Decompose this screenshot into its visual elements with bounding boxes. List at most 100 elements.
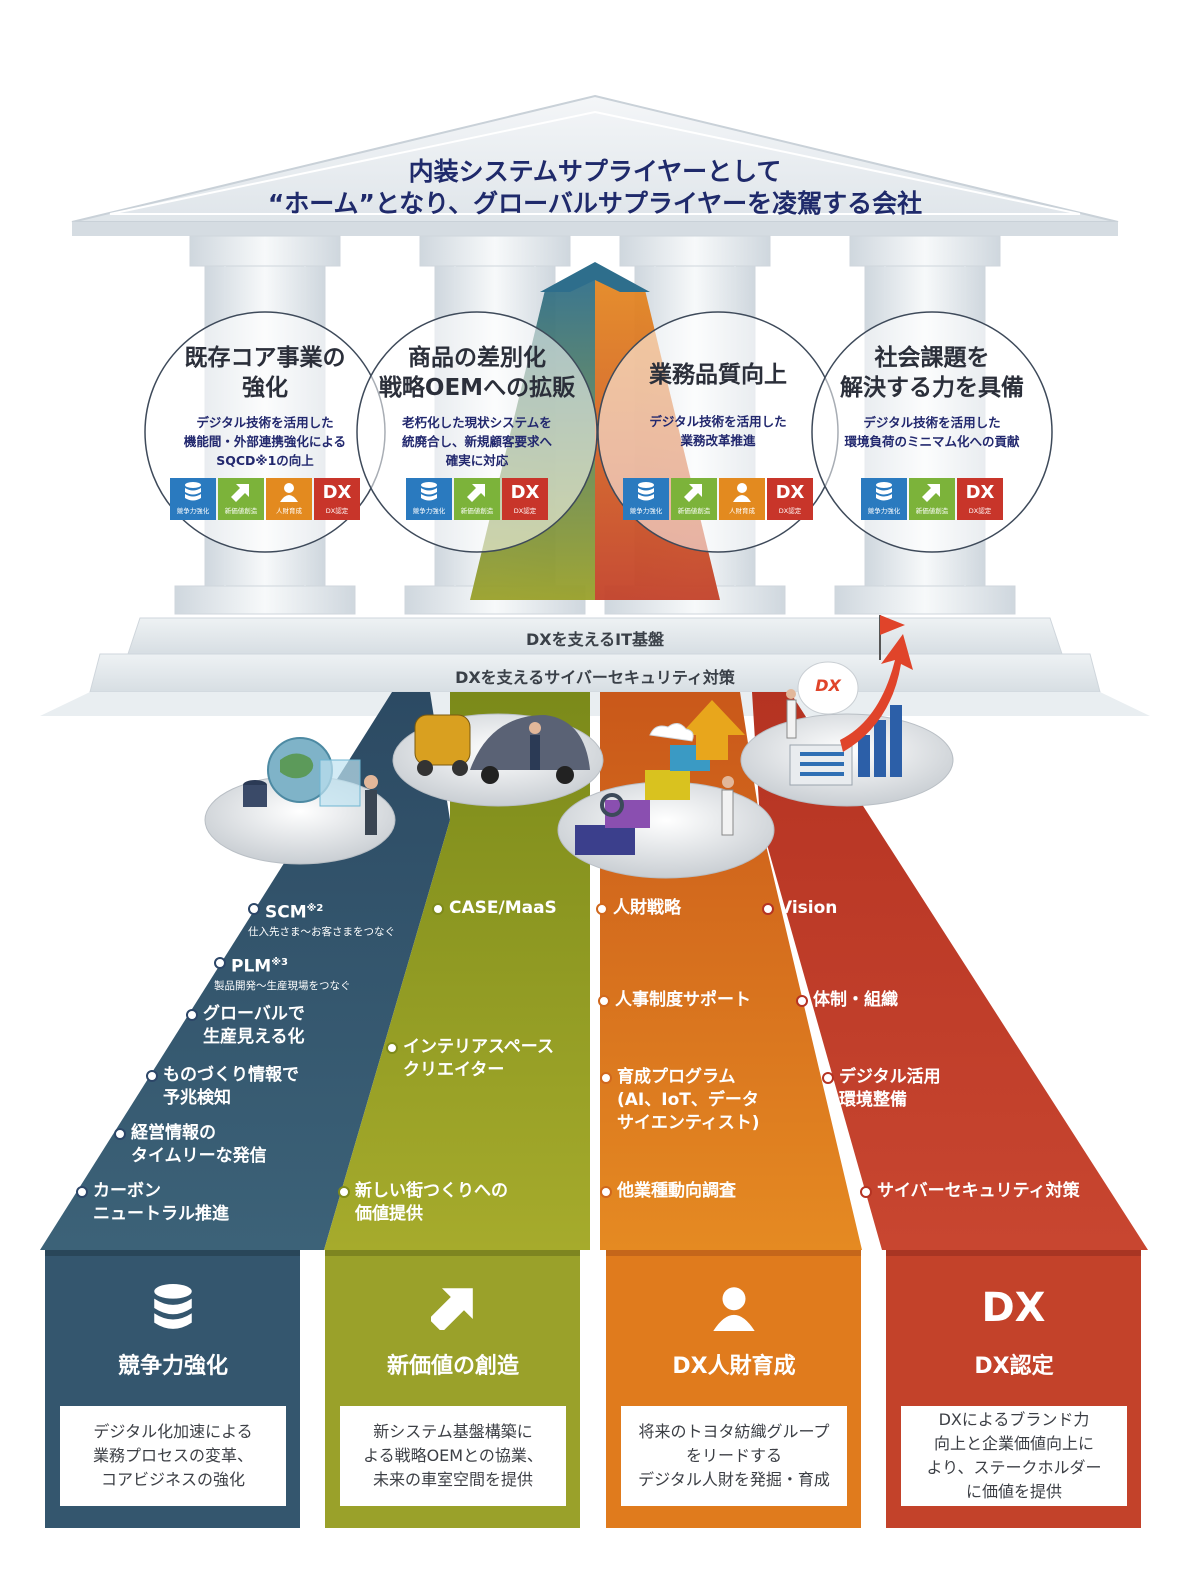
database-icon <box>45 1282 300 1334</box>
item-line-1: サイバーセキュリティ対策 <box>877 1181 1080 1201</box>
badge-label: DX認定 <box>325 507 349 515</box>
pillar-subtitle: デジタル技術を活用した <box>196 415 334 430</box>
item-text: 新しい街つくりへの <box>355 1180 508 1203</box>
dx-icon: DX <box>323 478 352 506</box>
bullet-dot <box>338 1186 350 1198</box>
description-line: デジタル化加速による <box>93 1422 253 1441</box>
badge-dx: DX DX認定 <box>957 478 1003 520</box>
item-line: ニュートラル推進 <box>93 1204 229 1224</box>
badge-person: 人財育成 <box>719 478 765 520</box>
bullet-dot <box>76 1186 88 1198</box>
arrow-up-right-icon <box>231 478 251 506</box>
dx-icon: DX <box>886 1282 1141 1334</box>
bullet-dot <box>600 1072 612 1084</box>
road-item: 経営情報のタイムリーな発信 <box>114 1122 267 1168</box>
road-item: グローバルで生産見える化 <box>186 1003 305 1049</box>
item-subtext: 製品開発〜生産現場をつなぐ <box>214 979 351 992</box>
dx-mark: DX <box>965 481 995 503</box>
road-item: 他業種動向調査 <box>600 1180 736 1203</box>
road-item: デジタル活用環境整備 <box>822 1066 941 1112</box>
item-subtext: 仕入先さま〜お客さまをつなぐ <box>248 925 395 938</box>
item-line: 環境整備 <box>839 1090 907 1110</box>
badge-label: 競争力強化 <box>412 507 446 515</box>
road-item: CASE/MaaS <box>432 897 557 920</box>
pillar-subtitle: 統廃合し、新規顧客要求へ <box>401 434 552 449</box>
description-line: をリードする <box>685 1446 782 1465</box>
description-line: 未来の車室空間を提供 <box>372 1470 533 1489</box>
item-text: PLM※3 <box>231 951 351 979</box>
person-icon <box>279 478 299 506</box>
item-line: (AI、IoT、データ <box>617 1090 759 1110</box>
pillar-title-2: 戦略OEMへの拡販 <box>378 375 576 401</box>
badge-label: 新価値創造 <box>677 507 711 515</box>
dx-icon: DX <box>776 478 805 506</box>
dx-sign: DX <box>815 676 841 695</box>
header-line-2: “ホーム”となり、グローバルサプライヤーを凌駕する会社 <box>267 189 923 218</box>
item-text: デジタル活用 <box>839 1066 941 1089</box>
description-line: 向上と企業価値向上に <box>933 1434 1094 1453</box>
item-text: 人事制度サポート <box>615 989 751 1012</box>
description-line: コアビジネスの強化 <box>100 1470 245 1489</box>
badge-label: 新価値創造 <box>460 507 494 515</box>
description-text: デジタル化加速による業務プロセスの変革、コアビジネスの強化 <box>93 1420 253 1492</box>
security-foundation-label: DXを支えるサイバーセキュリティ対策 <box>455 668 735 687</box>
pillar-subtitle: SQCD※1の向上 <box>216 453 314 468</box>
bullet-dot <box>600 1186 612 1198</box>
bullet-dot <box>386 1042 398 1054</box>
item-text: CASE/MaaS <box>449 897 557 920</box>
description-text: 新システム基盤構築による戦略OEMとの協業、未来の車室空間を提供 <box>363 1420 543 1492</box>
badge-label: 人財育成 <box>729 507 755 515</box>
item-line-1: 人事制度サポート <box>615 990 751 1010</box>
pillar-title-1: 社会課題を <box>874 345 990 371</box>
column-title: 競争力強化 <box>117 1354 228 1379</box>
description-line: 将来のトヨタ紡織グループ <box>638 1422 830 1441</box>
item-line: クリエイター <box>403 1060 505 1080</box>
item-line-1: 人財戦略 <box>613 898 681 918</box>
item-line-1: ものづくり情報で <box>163 1065 299 1085</box>
item-text: 経営情報の <box>131 1122 267 1145</box>
description-line: よる戦略OEMとの協業、 <box>363 1446 543 1465</box>
road-item: 人財戦略 <box>596 897 681 920</box>
item-text: 体制・組織 <box>813 989 898 1012</box>
road-item: サイバーセキュリティ対策 <box>860 1180 1080 1203</box>
header-line-1: 内装システムサプライヤーとして <box>408 157 782 186</box>
bullet-dot <box>822 1072 834 1084</box>
item-line-1: インテリアスペース <box>403 1037 554 1057</box>
badge-label: 新価値創造 <box>915 507 949 515</box>
database-icon <box>182 478 204 506</box>
it-foundation-label: DXを支えるIT基盤 <box>525 630 664 649</box>
pillar-title-1: 既存コア事業の <box>184 345 346 371</box>
item-text: ものづくり情報で <box>163 1064 299 1087</box>
badge-arrow: 新価値創造 <box>454 478 500 520</box>
badge-label: 競争力強化 <box>629 507 663 515</box>
road-item: インテリアスペースクリエイター <box>386 1036 554 1082</box>
badge-label: DX認定 <box>968 507 992 515</box>
description-text: DXによるブランド力向上と企業価値向上により、ステークホルダーに価値を提供 <box>926 1408 1101 1504</box>
dx-mark: DX <box>510 481 540 503</box>
pillar-subtitle: 業務改革推進 <box>680 433 756 448</box>
dx-icon: DX <box>511 478 540 506</box>
badge-label: 競争力強化 <box>176 507 210 515</box>
road-item: 人事制度サポート <box>598 989 751 1012</box>
pillar-title-1: 業務品質向上 <box>649 362 787 388</box>
badge-db: 競争力強化 <box>623 478 669 520</box>
arrow-up-right-icon <box>684 478 704 506</box>
person-icon <box>606 1282 861 1334</box>
item-line-1: カーボン <box>93 1181 161 1201</box>
bullet-dot <box>214 957 226 969</box>
item-text: サイバーセキュリティ対策 <box>877 1180 1080 1203</box>
description-line: DXによるブランド力 <box>938 1410 1090 1429</box>
pillar-title-1: 商品の差別化 <box>408 345 546 371</box>
item-line: サイエンティスト) <box>617 1113 760 1133</box>
bullet-dot <box>762 903 774 915</box>
item-line-1: 育成プログラム <box>617 1067 736 1087</box>
arrow-up-right-icon <box>325 1282 580 1334</box>
description-line: より、ステークホルダー <box>926 1458 1102 1477</box>
road-item: ものづくり情報で予兆検知 <box>146 1064 299 1110</box>
item-text: 人財戦略 <box>613 897 681 920</box>
